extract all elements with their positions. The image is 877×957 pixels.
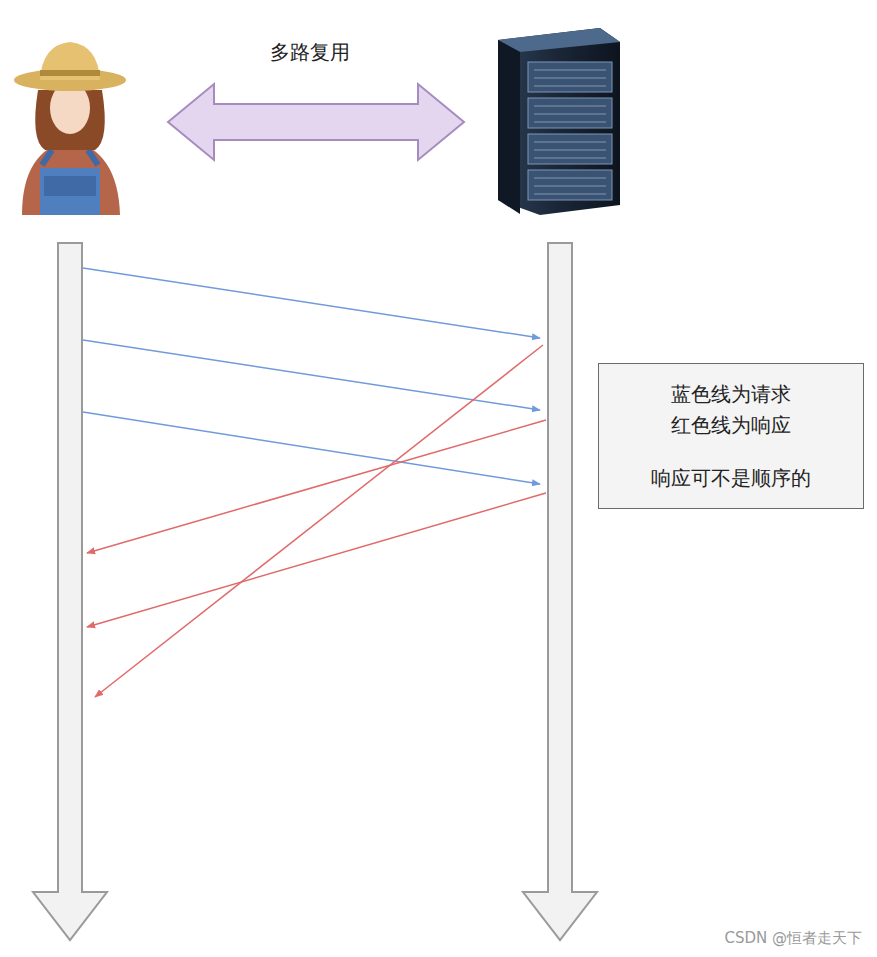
person-icon (14, 42, 126, 215)
response-arrows (87, 345, 546, 697)
server-icon (498, 28, 620, 215)
request-arrows (83, 268, 540, 484)
server-lifeline (523, 243, 597, 940)
note-text: 蓝色线为请求 红色线为响应 (665, 379, 797, 441)
watermark: CSDN @恒者走天下 (724, 929, 862, 948)
title-label: 多路复用 (270, 39, 350, 66)
double-arrow (168, 84, 464, 160)
client-lifeline (33, 243, 107, 940)
note-box: 蓝色线为请求 红色线为响应响应可不是顺序的 (598, 363, 864, 509)
note-text: 响应可不是顺序的 (651, 463, 811, 494)
